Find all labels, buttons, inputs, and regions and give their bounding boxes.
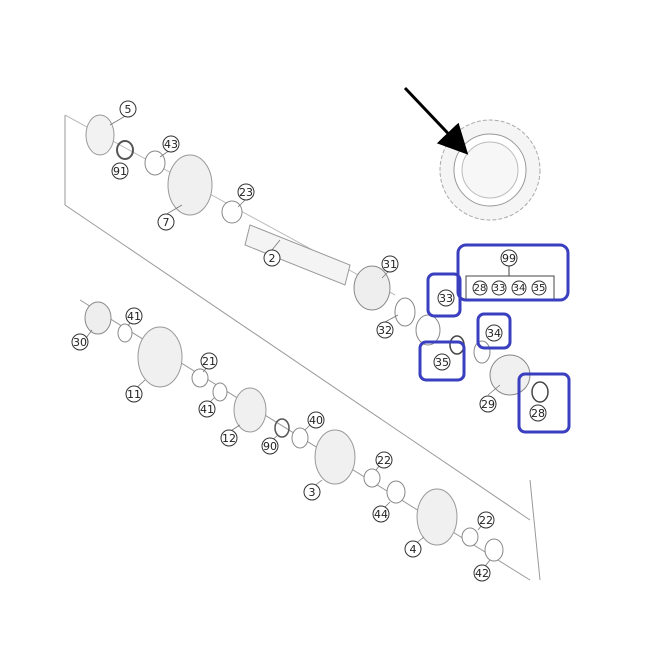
highlight-33 (426, 272, 462, 318)
callout-21[interactable]: 21 (200, 352, 218, 370)
svg-text:42: 42 (475, 567, 489, 580)
svg-text:43: 43 (164, 138, 178, 151)
kit-item-34[interactable]: 34 (511, 280, 527, 296)
callout-91[interactable]: 91 (111, 162, 129, 180)
svg-text:12: 12 (222, 432, 236, 445)
callout-42[interactable]: 42 (473, 564, 491, 582)
callout-41a[interactable]: 41 (125, 307, 143, 325)
callout-5[interactable]: 5 (119, 100, 137, 118)
kit-box: 99 28 33 34 35 (465, 249, 555, 301)
callout-7[interactable]: 7 (157, 213, 175, 231)
callout-12[interactable]: 12 (220, 429, 238, 447)
callout-31[interactable]: 31 (381, 255, 399, 273)
svg-text:32: 32 (378, 324, 392, 337)
svg-text:4: 4 (410, 543, 417, 556)
callout-33[interactable]: 33 (437, 289, 455, 307)
svg-text:44: 44 (374, 508, 388, 521)
svg-text:91: 91 (113, 165, 127, 178)
callout-34[interactable]: 34 (485, 324, 503, 342)
svg-text:31: 31 (383, 258, 397, 271)
svg-text:22: 22 (377, 454, 391, 467)
svg-text:35: 35 (435, 356, 449, 369)
highlight-35 (418, 340, 466, 382)
highlight-34 (476, 312, 512, 350)
pointer-arrow (403, 86, 469, 155)
svg-text:28: 28 (531, 407, 545, 420)
svg-text:3: 3 (309, 486, 316, 499)
callout-22b[interactable]: 22 (477, 511, 495, 529)
callout-11[interactable]: 11 (125, 385, 143, 403)
callout-40[interactable]: 40 (307, 411, 325, 429)
callout-30[interactable]: 30 (71, 333, 89, 351)
callout-2[interactable]: 2 (263, 249, 281, 267)
gear-detail (403, 86, 541, 221)
svg-text:34: 34 (487, 327, 501, 340)
kit-item-35[interactable]: 35 (531, 280, 547, 296)
svg-text:7: 7 (163, 216, 170, 229)
callout-4[interactable]: 4 (404, 540, 422, 558)
kit-label-99[interactable]: 99 (500, 249, 518, 267)
callout-28[interactable]: 28 (529, 404, 547, 422)
highlights (418, 243, 571, 434)
callout-29[interactable]: 29 (479, 395, 497, 413)
svg-text:40: 40 (309, 414, 323, 427)
svg-text:5: 5 (125, 103, 132, 116)
svg-text:11: 11 (127, 388, 141, 401)
svg-text:28: 28 (474, 283, 487, 294)
callout-90[interactable]: 90 (261, 437, 279, 455)
kit-item-28[interactable]: 28 (472, 280, 488, 296)
highlight-kit-99 (456, 243, 570, 302)
svg-text:35: 35 (533, 283, 546, 294)
highlight-28 (517, 372, 571, 434)
svg-text:29: 29 (481, 398, 495, 411)
svg-text:33: 33 (439, 292, 453, 305)
svg-text:34: 34 (513, 283, 526, 294)
callout-22a[interactable]: 22 (375, 451, 393, 469)
callout-23[interactable]: 23 (237, 183, 255, 201)
svg-text:99: 99 (502, 252, 516, 265)
svg-text:23: 23 (239, 186, 253, 199)
callout-44[interactable]: 44 (372, 505, 390, 523)
callout-3[interactable]: 3 (303, 483, 321, 501)
svg-text:30: 30 (73, 336, 87, 349)
callout-43[interactable]: 43 (162, 135, 180, 153)
svg-text:22: 22 (479, 514, 493, 527)
svg-text:33: 33 (493, 283, 506, 294)
callout-41b[interactable]: 41 (198, 400, 216, 418)
svg-text:90: 90 (263, 440, 277, 453)
svg-text:2: 2 (269, 252, 276, 265)
svg-text:41: 41 (200, 403, 214, 416)
svg-text:41: 41 (127, 310, 141, 323)
kit-item-33[interactable]: 33 (491, 280, 507, 296)
svg-text:21: 21 (202, 355, 216, 368)
callout-32[interactable]: 32 (376, 321, 394, 339)
callout-35[interactable]: 35 (433, 353, 451, 371)
callouts: 5 43 91 7 23 2 31 32 33 34 35 29 28 30 4… (71, 100, 547, 582)
